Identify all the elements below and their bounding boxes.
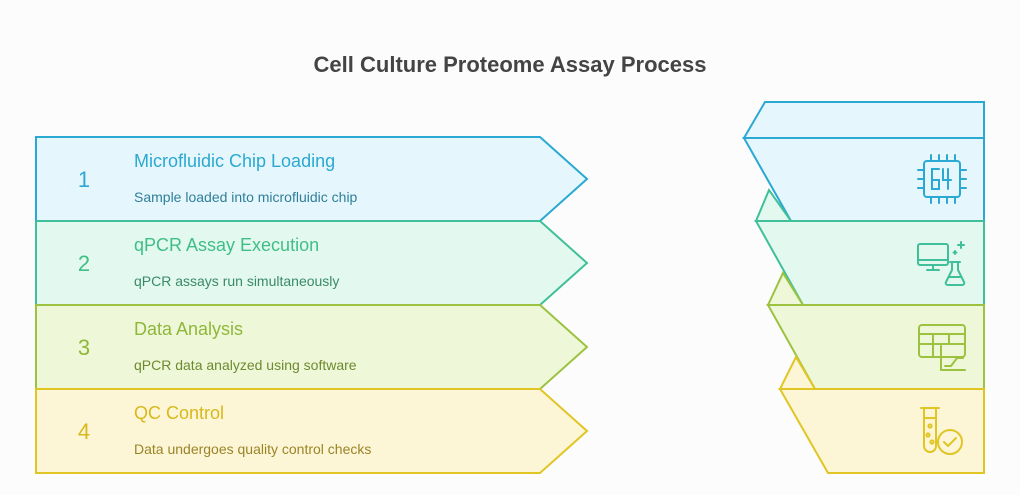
step-description-4: Data undergoes quality control checks bbox=[134, 441, 372, 457]
step-title-2: qPCR Assay Execution bbox=[134, 235, 320, 255]
stack-panels bbox=[742, 101, 985, 474]
step-number-4: 4 bbox=[77, 419, 91, 444]
step-band-1 bbox=[35, 136, 589, 222]
step-number-2: 2 bbox=[77, 251, 91, 276]
test-tube-check-icon bbox=[920, 407, 963, 455]
step-description-1: Sample loaded into microfluidic chip bbox=[134, 189, 358, 205]
step-description-2: qPCR assays run simultaneously bbox=[134, 273, 340, 289]
microchip-icon bbox=[917, 154, 967, 204]
step-title-4: QC Control bbox=[134, 403, 225, 423]
page-title: Cell Culture Proteome Assay Process bbox=[313, 52, 707, 77]
step-band-4 bbox=[35, 388, 589, 474]
step-title-1: Microfluidic Chip Loading bbox=[134, 151, 336, 171]
step-number-1: 1 bbox=[77, 167, 91, 192]
step-description-3: qPCR data analyzed using software bbox=[134, 357, 357, 373]
step-number-3: 3 bbox=[77, 335, 91, 360]
step-band-3 bbox=[35, 304, 589, 390]
stack-fold-2 bbox=[754, 187, 793, 222]
stack-fold-3 bbox=[766, 270, 805, 306]
stack-top-flap bbox=[742, 101, 985, 139]
step-bands bbox=[35, 136, 589, 474]
stack-fold-4 bbox=[778, 354, 817, 390]
computer-flask-icon bbox=[917, 241, 966, 286]
step-title-3: Data Analysis bbox=[134, 319, 244, 339]
step-band-2 bbox=[35, 220, 589, 306]
table-chart-icon bbox=[918, 324, 966, 371]
